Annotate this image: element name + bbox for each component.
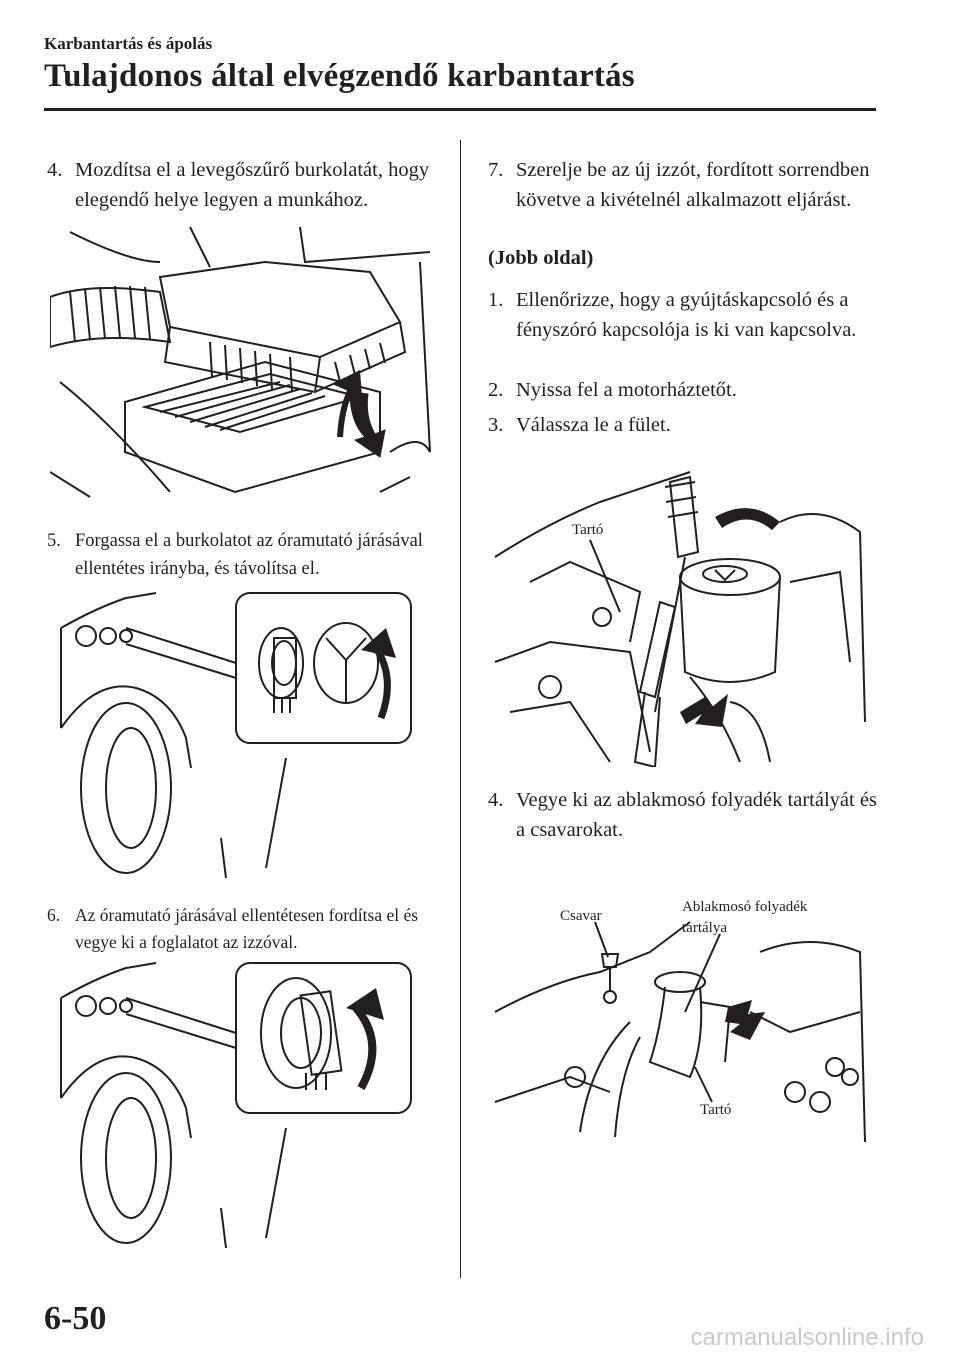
step-text: Ellenőrizze, hogy a gyújtáskapcsoló és a… [516, 289, 857, 341]
column-divider [460, 140, 461, 1278]
step-text: Szerelje be az új izzót, fordított sorre… [516, 159, 870, 211]
step-6-left: 6. Az óramutató járásával ellentétesen f… [47, 902, 447, 956]
step-number: 7. [488, 159, 504, 181]
step-text: Vegye ki az ablakmosó folyadék tartályát… [516, 789, 877, 841]
section-label: Karbantartás és ápolás [44, 34, 213, 53]
page-number: 6-50 [44, 1300, 107, 1337]
screw-label: Csavar [560, 908, 602, 924]
watermark: carmanualsonline.info [690, 1324, 924, 1351]
step-number: 3. [488, 414, 504, 436]
step-number: 4. [47, 159, 63, 181]
holder-label: Tartó [700, 1102, 731, 1118]
step-5-left: 5. Forgassa el a burkolatot az óramutató… [47, 527, 447, 583]
step-text: Nyissa fel a motorháztetőt. [516, 379, 737, 401]
step-7-right: 7. Szerelje be az új izzót, fordított so… [488, 155, 878, 215]
step-1-right: 1. Ellenőrizze, hogy a gyújtáskapcsoló é… [488, 285, 878, 345]
step-number: 2. [488, 379, 504, 401]
step-number: 6. [47, 905, 61, 925]
bulb-socket-illustration [60, 962, 412, 1248]
step-text: Válassza le a fület. [516, 414, 671, 436]
step-text: Mozdítsa el a levegőszűrő burkolatát, ho… [75, 159, 430, 211]
step-text: Az óramutató járásával ellentétesen ford… [75, 905, 419, 952]
headlight-cover-illustration [60, 592, 412, 878]
step-2-right: 2. Nyissa fel a motorháztetőt. [488, 375, 878, 405]
step-3-right: 3. Válassza le a fület. [488, 410, 878, 440]
step-number: 1. [488, 289, 504, 311]
subheading-right-side: (Jobb oldal) [488, 247, 594, 269]
step-text: Forgassa el a burkolatot az óramutató já… [75, 531, 423, 579]
tab-release-illustration: Tartó [494, 471, 866, 767]
holder-label: Tartó [572, 522, 603, 538]
tank-label-line1: Ablakmosó folyadék [682, 899, 808, 915]
page-title: Tulajdonos által elvégzendő karbantartás [44, 58, 635, 94]
washer-tank-illustration: Csavar Ablakmosó folyadék tartálya Tartó [494, 899, 866, 1143]
title-rule [44, 108, 876, 111]
step-4-left: 4. Mozdítsa el a levegőszűrő burkolatát,… [47, 155, 447, 215]
tank-label-line2: tartálya [682, 920, 727, 936]
air-filter-illustration [50, 226, 431, 498]
step-number: 5. [47, 531, 61, 551]
step-number: 4. [488, 789, 504, 811]
step-4-right: 4. Vegye ki az ablakmosó folyadék tartál… [488, 785, 878, 845]
